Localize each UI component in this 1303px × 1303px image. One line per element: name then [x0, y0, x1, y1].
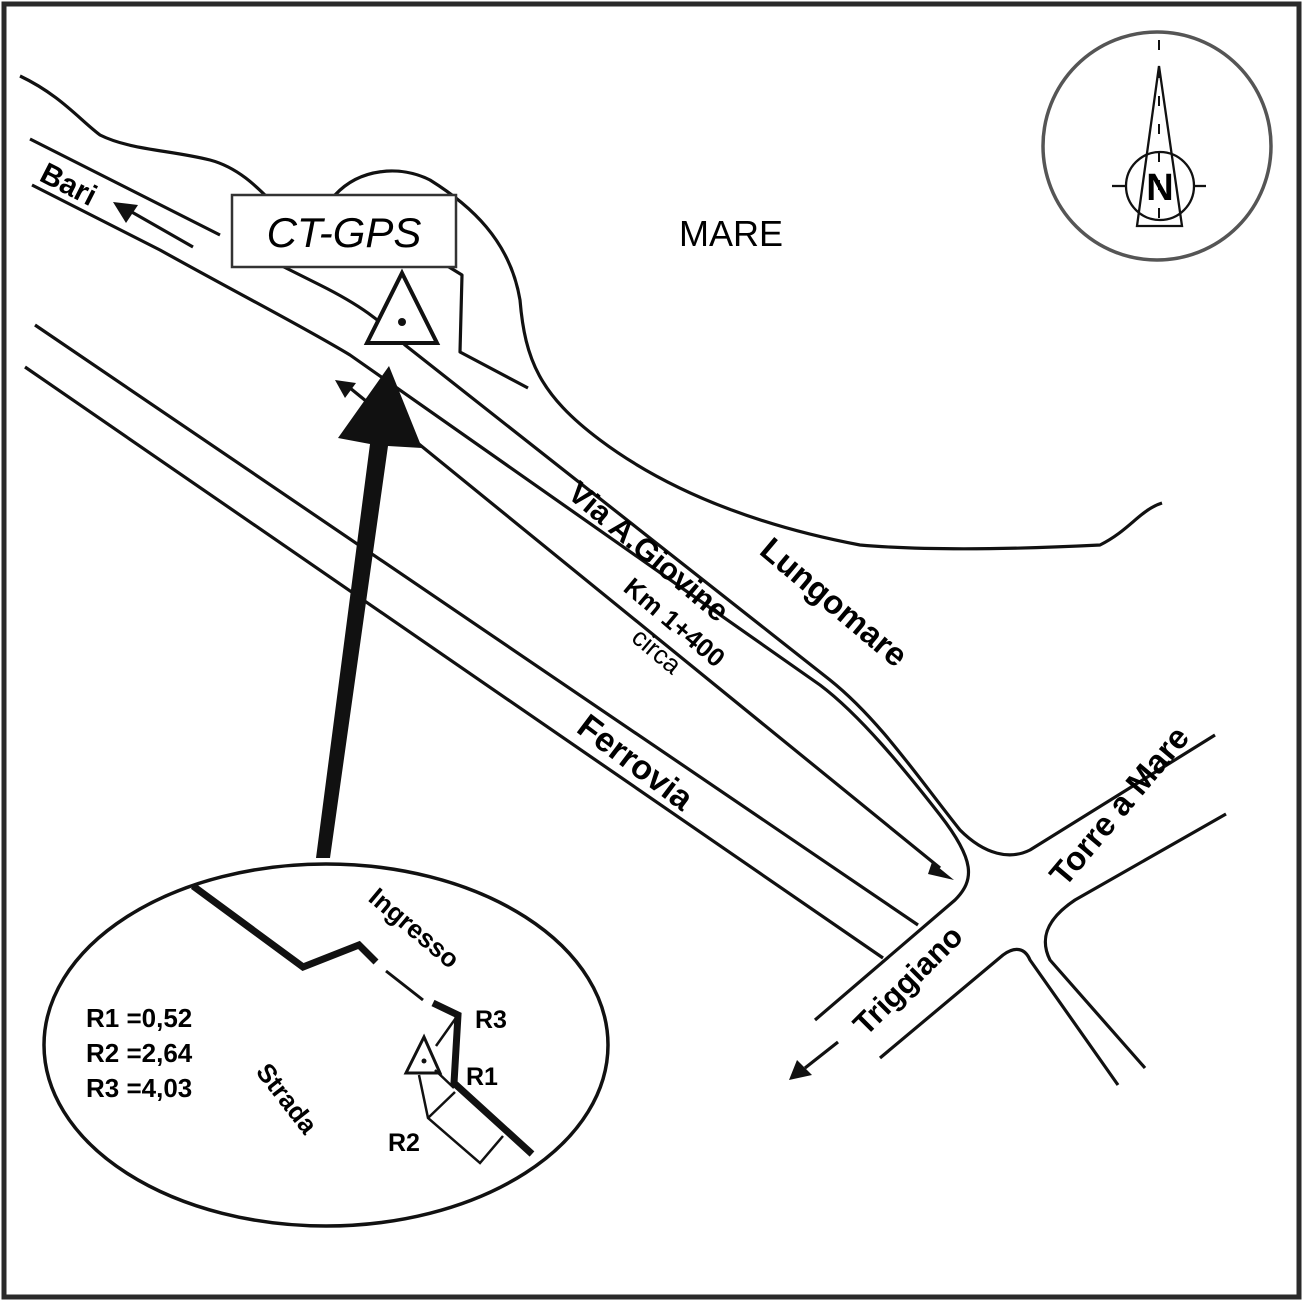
inset-r2-lines: [417, 1074, 504, 1165]
inset-boundary-wall: [190, 883, 379, 971]
railway-edge-2: [24, 365, 884, 960]
measurement-r3: R3 =4,03: [86, 1073, 192, 1103]
inset-r1-line: [434, 1069, 455, 1089]
inset-point-r3: R3: [475, 1006, 507, 1034]
compass-needle: [1135, 65, 1184, 228]
road-south-edge-1: [878, 947, 1120, 1086]
station-marker-dot: [398, 318, 406, 326]
road-edge-1: [279, 263, 1216, 857]
inset-gate-dash: [385, 969, 424, 1002]
bari-arrow-head: [113, 202, 138, 223]
road-bari-north-edge: [29, 137, 221, 237]
station-label-box: [230, 193, 458, 269]
pointer-arrow-icon: [316, 366, 422, 858]
measurement-r1: R1 =0,52: [86, 1003, 192, 1033]
inset-station-marker-icon: [403, 1033, 443, 1075]
label-torre-a-mare: Torre a Mare: [1042, 719, 1196, 893]
km-arrow-head-start: [335, 380, 356, 398]
station-label: CT-GPS: [267, 209, 422, 256]
inset-r3-line: [434, 1014, 460, 1047]
inset-point-r1: R1: [466, 1063, 498, 1091]
bari-arrow-shaft: [129, 209, 194, 249]
measurement-r2: R2 =2,64: [86, 1038, 193, 1068]
road-edge-2: [31, 183, 971, 1022]
label-lungomare: Lungomare: [754, 530, 915, 674]
railway-edge-1: [34, 323, 919, 927]
coastline: [19, 74, 277, 207]
compass-ring: [1041, 30, 1273, 262]
road-south-edge-2: [1043, 812, 1227, 1070]
north-arrow-compass: N: [1041, 30, 1273, 262]
km-arrow-line: [348, 386, 942, 870]
km-arrow-head-end: [928, 862, 954, 880]
station-marker-icon: [363, 268, 441, 345]
triggiano-arrow-shaft: [804, 1040, 839, 1070]
inset-station-dot: [421, 1058, 427, 1064]
inset-point-r2: R2: [388, 1129, 420, 1157]
label-triggiano: Triggiano: [846, 919, 969, 1042]
triggiano-arrow-head: [789, 1060, 812, 1080]
inset-boundary-wall-2: [431, 999, 535, 1157]
site-detail-inset: Ingresso Strada R3 R1 R2 R1 =0,52 R2 =2,…: [42, 862, 610, 1228]
coastline-headland: [333, 169, 1163, 551]
inset-ellipse: [42, 862, 610, 1228]
sea-label: MARE: [679, 213, 783, 254]
inset-r2-cross: [427, 1091, 456, 1119]
compass-north-label: N: [1146, 167, 1173, 209]
